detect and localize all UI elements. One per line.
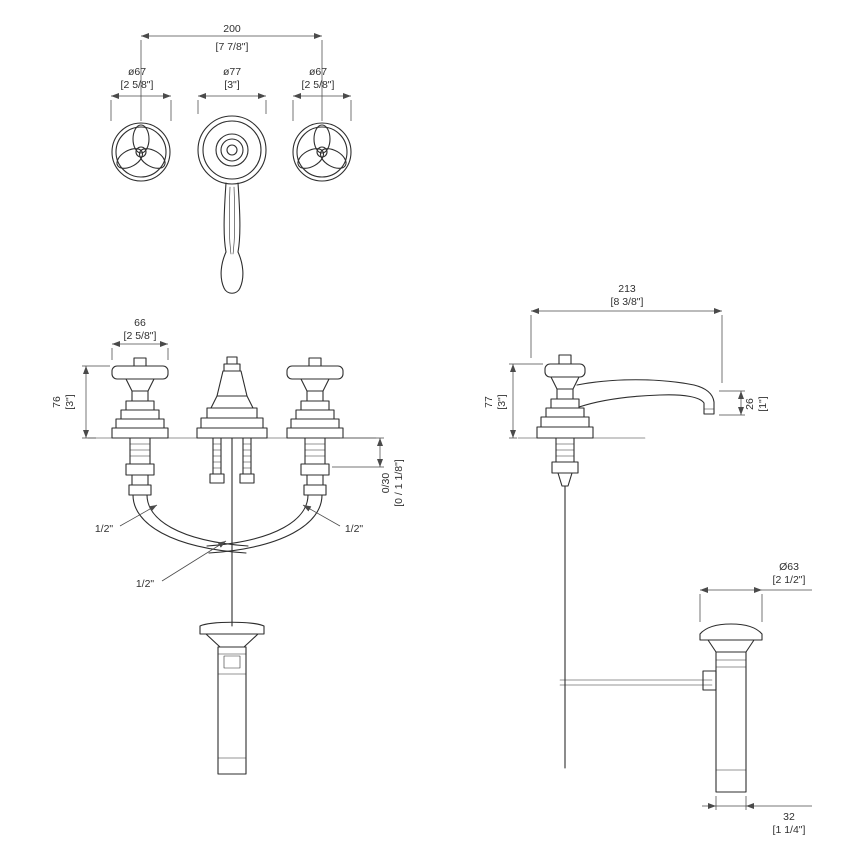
dim-top-right-handle-mm: ø67 — [309, 66, 327, 78]
dim-front-left-connection: 1/2" — [95, 523, 114, 535]
dim-top-left-handle-mm: ø67 — [128, 66, 146, 78]
top-view: 200 [7 7/8"] ø67 [2 5/8"] ø77 [3"] ø67 [… — [110, 23, 352, 294]
dim-front-handle-width-mm: 66 — [134, 317, 146, 329]
front-right-valve-icon — [286, 357, 344, 496]
front-view-dimensions: 66 [2 5/8"] 76 [3"] 0/30 [0 / 1 1/8"] 1/… — [51, 317, 405, 590]
dim-top-spread-in: [7 7/8"] — [216, 41, 249, 53]
dim-front-center-connection: 1/2" — [136, 578, 155, 590]
dim-top-spread-mm: 200 — [223, 23, 241, 35]
front-drain-icon — [199, 621, 265, 775]
dim-side-spout-drop-in: [1"] — [757, 396, 769, 411]
top-view-right-handle-icon — [292, 122, 352, 182]
dim-side-tailpiece-in: [1 1/4"] — [773, 824, 806, 836]
dim-side-reach-mm: 213 — [618, 283, 636, 295]
front-spout-icon — [196, 356, 268, 627]
dim-front-handle-height-mm: 76 — [51, 396, 63, 408]
dim-side-height-in: [3"] — [496, 394, 508, 409]
front-view: 66 [2 5/8"] 76 [3"] 0/30 [0 / 1 1/8"] 1/… — [51, 317, 405, 775]
top-view-dimensions: 200 [7 7/8"] ø67 [2 5/8"] ø77 [3"] ø67 [… — [110, 23, 352, 121]
dim-top-right-handle-in: [2 5/8"] — [302, 79, 335, 91]
dim-side-spout-drop-mm: 26 — [744, 398, 756, 410]
top-view-spout-icon — [197, 115, 267, 294]
dim-side-tailpiece-mm: 32 — [783, 811, 795, 823]
top-view-left-handle-icon — [111, 122, 171, 182]
side-popup-linkage-icon — [559, 485, 717, 769]
front-supply-hoses-icon — [132, 494, 323, 554]
dim-front-right-connection: 1/2" — [345, 523, 364, 535]
dim-front-deck-range-in: [0 / 1 1/8"] — [393, 459, 405, 507]
side-view-dimensions: 213 [8 3/8"] 77 [3"] 26 [1"] Ø63 [2 1/2"… — [483, 283, 812, 836]
dim-top-spout-in: [3"] — [224, 79, 239, 91]
dim-top-left-handle-in: [2 5/8"] — [121, 79, 154, 91]
dim-side-drain-flange-mm: Ø63 — [779, 561, 799, 573]
side-spout-icon — [576, 379, 715, 415]
dim-side-reach-in: [8 3/8"] — [611, 296, 644, 308]
side-valve-icon — [536, 354, 594, 487]
dim-front-handle-height-in: [3"] — [64, 394, 76, 409]
dim-front-handle-width-in: [2 5/8"] — [124, 330, 157, 342]
front-left-valve-icon — [111, 357, 169, 496]
side-view: 213 [8 3/8"] 77 [3"] 26 [1"] Ø63 [2 1/2"… — [483, 283, 812, 836]
dim-top-spout-mm: ø77 — [223, 66, 241, 78]
dim-front-deck-range-mm: 0/30 — [380, 473, 392, 494]
dim-side-height-mm: 77 — [483, 396, 495, 408]
dim-side-drain-flange-in: [2 1/2"] — [773, 574, 806, 586]
side-drain-icon — [699, 623, 763, 793]
